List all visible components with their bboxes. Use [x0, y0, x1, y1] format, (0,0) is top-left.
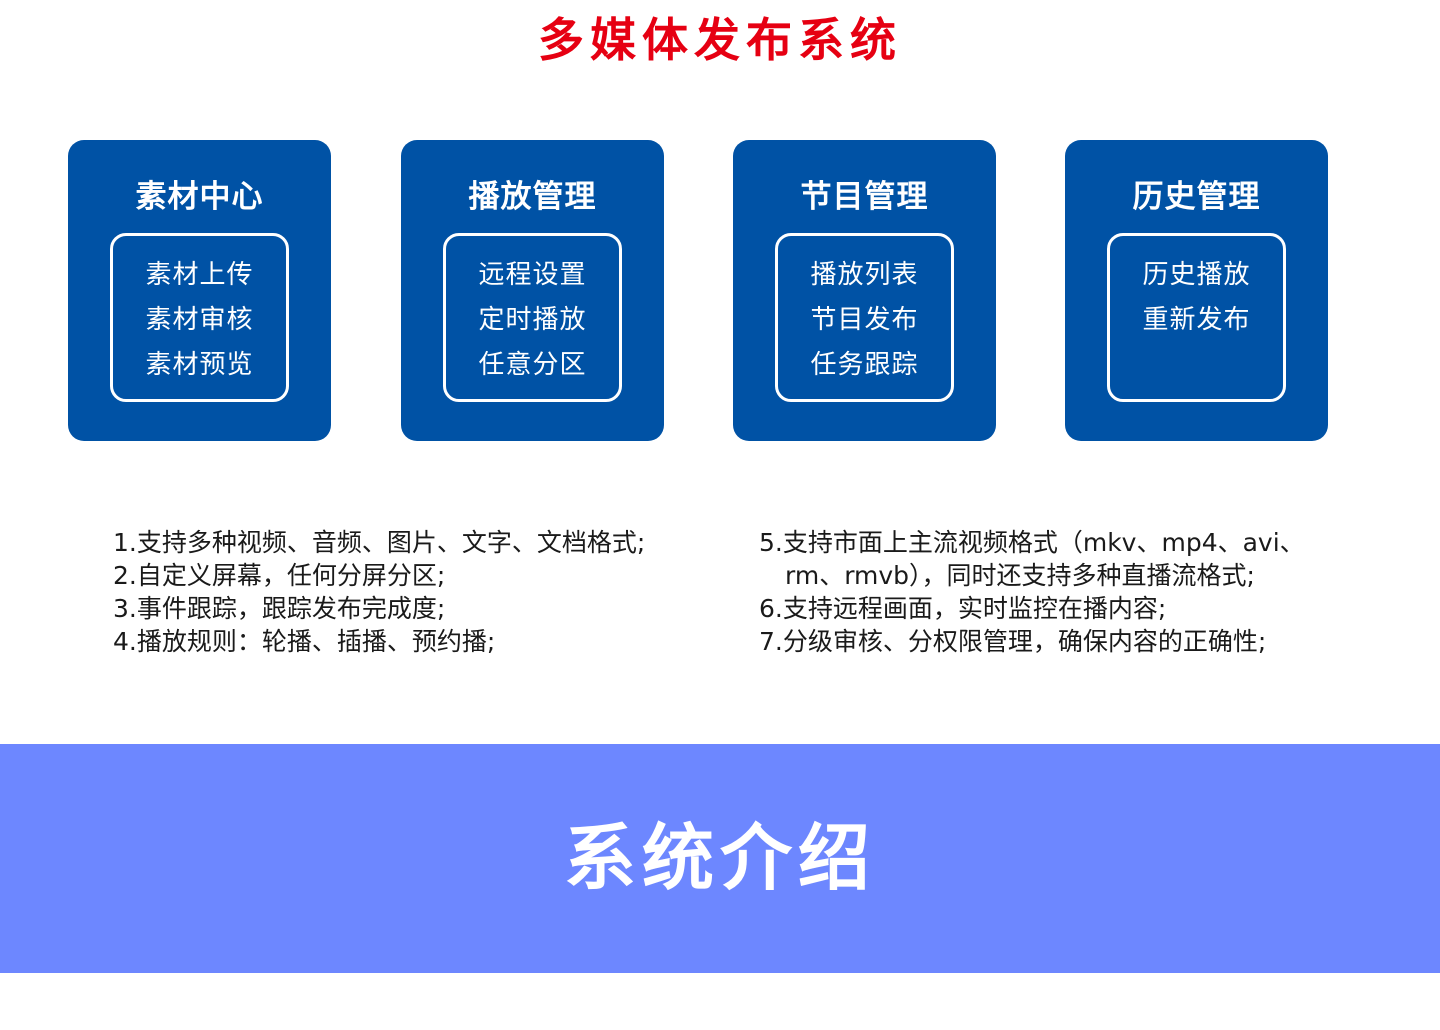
- card-program-management: 节目管理 播放列表 节目发布 任务跟踪: [733, 140, 996, 441]
- section-banner: 系统介绍: [0, 744, 1440, 973]
- feature-line: 2.自定义屏幕，任何分屏分区;: [113, 561, 446, 590]
- card-material-center: 素材中心 素材上传 素材审核 素材预览: [68, 140, 331, 441]
- card-feature-item: 素材预览: [145, 350, 254, 380]
- card-feature-box: 素材上传 素材审核 素材预览: [110, 233, 289, 402]
- card-playback-management: 播放管理 远程设置 定时播放 任意分区: [401, 140, 664, 441]
- feature-line: 6.支持远程画面，实时监控在播内容;: [759, 594, 1167, 623]
- feature-line: 4.播放规则：轮播、插播、预约播;: [113, 627, 496, 656]
- card-feature-box: 播放列表 节目发布 任务跟踪: [775, 233, 954, 402]
- card-feature-item: 历史播放: [1142, 260, 1251, 290]
- card-title: 播放管理: [468, 179, 597, 215]
- feature-list-right: 5.支持市面上主流视频格式（mkv、mp4、avi、 rm、rmvb），同时还支…: [759, 526, 1305, 658]
- card-feature-item: 重新发布: [1142, 305, 1251, 335]
- card-feature-item: 远程设置: [478, 260, 587, 290]
- card-title: 历史管理: [1132, 179, 1261, 215]
- card-title: 节目管理: [800, 179, 929, 215]
- feature-line: 7.分级审核、分权限管理，确保内容的正确性;: [759, 627, 1267, 656]
- card-title: 素材中心: [135, 179, 264, 215]
- card-feature-box: 远程设置 定时播放 任意分区: [443, 233, 622, 402]
- feature-line-continuation: rm、rmvb），同时还支持多种直播流格式;: [785, 561, 1255, 590]
- card-feature-item: 任意分区: [478, 350, 587, 380]
- feature-line: 3.事件跟踪，跟踪发布完成度;: [113, 594, 446, 623]
- card-feature-box: 历史播放 重新发布: [1107, 233, 1286, 402]
- feature-line: 5.支持市面上主流视频格式（mkv、mp4、avi、: [759, 528, 1305, 557]
- page-title: 多媒体发布系统: [538, 13, 902, 67]
- card-feature-item: 定时播放: [478, 305, 587, 335]
- card-feature-item: 素材上传: [145, 260, 254, 290]
- banner-title: 系统介绍: [563, 816, 876, 900]
- card-feature-item: 节目发布: [810, 305, 919, 335]
- feature-list-left: 1.支持多种视频、音频、图片、文字、文档格式; 2.自定义屏幕，任何分屏分区; …: [113, 526, 645, 658]
- feature-line: 1.支持多种视频、音频、图片、文字、文档格式;: [113, 528, 646, 557]
- card-feature-item: 素材审核: [145, 305, 254, 335]
- card-feature-item: 任务跟踪: [810, 350, 919, 380]
- card-feature-item: 播放列表: [810, 260, 919, 290]
- card-history-management: 历史管理 历史播放 重新发布: [1065, 140, 1328, 441]
